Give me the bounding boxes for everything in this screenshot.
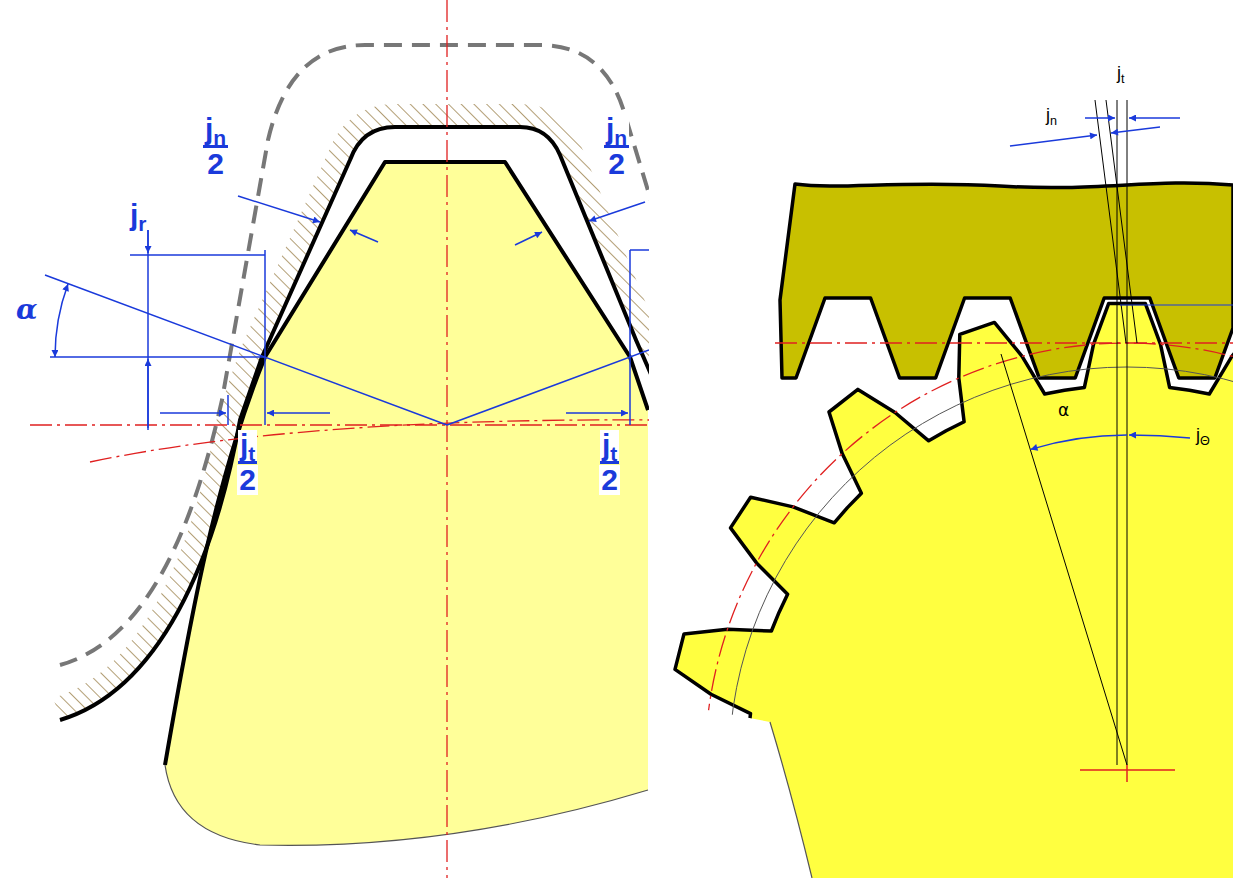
extension-line	[147, 228, 149, 430]
symbol-subscript: t	[1121, 72, 1125, 86]
dimension-lines	[45, 196, 649, 430]
dimension-arrow	[1010, 135, 1097, 146]
dimension-arrow	[1111, 127, 1160, 133]
mating-outline	[60, 127, 649, 720]
dimension-label: α	[14, 296, 40, 324]
base-circle	[729, 367, 1233, 878]
pitch-circle	[90, 420, 649, 462]
dimension-label: jΘ	[1196, 426, 1210, 444]
pressure-line	[45, 275, 447, 425]
right-panel	[665, 100, 1233, 878]
symbol-subscript: t	[248, 442, 255, 465]
dimension-label: jt	[238, 430, 257, 464]
center-mark	[1126, 765, 1128, 782]
fraction-denominator: 2	[205, 149, 226, 179]
symbol-base: j	[130, 198, 138, 231]
dimension-label: jt	[600, 430, 619, 464]
symbol-subscript: n	[1050, 114, 1057, 128]
tooth-outline	[165, 162, 648, 765]
dimension-arrow	[160, 412, 226, 414]
dimension-arrow	[350, 230, 378, 242]
pressure-line	[447, 350, 649, 425]
dimension-lines	[1010, 118, 1190, 449]
center-line	[446, 0, 447, 878]
extension-line	[1120, 305, 1233, 306]
extension-line	[130, 254, 265, 256]
gear-wheel	[665, 303, 1233, 878]
dimension-label: jn	[203, 114, 228, 148]
dimension-arrow	[147, 230, 149, 253]
dimension-arrow	[566, 412, 628, 414]
extension-line	[629, 250, 631, 425]
symbol-base: j	[1196, 425, 1200, 445]
pitch-circle	[705, 343, 1233, 878]
dimension-label: jr	[128, 200, 149, 230]
dimension-label: α	[1058, 402, 1069, 419]
symbol-base: j	[606, 112, 614, 145]
dimension-arrow	[1085, 117, 1115, 119]
tooth-boundary	[165, 765, 648, 845]
symbol-base: j	[602, 428, 610, 461]
extension-line	[630, 249, 649, 251]
gear-cut-edge	[770, 722, 812, 878]
dimension-arrow	[589, 202, 645, 221]
symbol-base: j	[205, 112, 213, 145]
extension-line	[50, 356, 265, 358]
extension-line	[1117, 100, 1118, 765]
symbol-base: j	[1117, 63, 1121, 83]
symbol-base: j	[1046, 105, 1050, 125]
fraction-denominator: 2	[237, 465, 258, 495]
extension-line	[264, 250, 266, 425]
dimension-label: jt	[1117, 64, 1125, 82]
gear-tooth	[165, 162, 648, 845]
gear-group	[665, 303, 1233, 878]
angle-arc	[1129, 435, 1190, 438]
dimension-label: jn	[604, 114, 629, 148]
dimension-arrow	[515, 232, 542, 245]
angle-arc	[55, 284, 68, 357]
angle-arc	[1031, 435, 1128, 449]
symbol-subscript: n	[213, 126, 226, 149]
extension-line	[1001, 354, 1127, 765]
symbol-subscript: t	[610, 442, 617, 465]
dimension-arrow	[238, 196, 320, 222]
dimension-arrow	[1129, 117, 1180, 119]
left-panel	[30, 0, 649, 878]
rack-pitch-line	[775, 342, 1233, 343]
pitch-line	[30, 424, 649, 425]
mating-space	[60, 127, 649, 878]
extension-line	[227, 395, 229, 425]
construction-lines	[1001, 100, 1233, 782]
symbol-subscript: n	[614, 126, 627, 149]
extension-line	[1127, 100, 1128, 765]
symbol-subscript: r	[138, 212, 146, 235]
extension-line	[1106, 100, 1137, 343]
dimension-arrow	[267, 412, 330, 414]
dimension-label: jn	[1046, 106, 1057, 124]
symbol-subscript: Θ	[1200, 434, 1210, 448]
symbol-base: j	[240, 428, 248, 461]
fraction-denominator: 2	[606, 149, 627, 179]
fraction-denominator: 2	[599, 465, 620, 495]
dimension-arrow	[147, 359, 149, 428]
